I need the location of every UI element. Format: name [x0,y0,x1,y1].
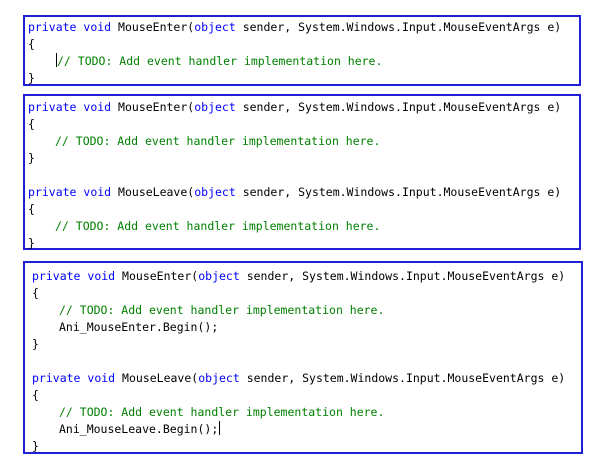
open-brace: { [28,117,35,131]
signature-params: sender, System.Windows.Input.MouseEventA… [242,20,562,34]
method-name: MouseEnter( [122,269,199,283]
todo-comment: // TODO: Add event handler implementatio… [55,219,381,233]
method-name: MouseLeave( [122,371,199,385]
close-brace: } [28,236,35,250]
keyword-void: void [87,269,116,283]
open-brace: { [28,202,35,216]
code-panel-3[interactable]: private void MouseEnter(object sender, S… [23,261,583,454]
close-brace: } [28,151,35,165]
signature-params: sender, System.Windows.Input.MouseEventA… [246,269,566,283]
todo-comment: // TODO: Add event handler implementatio… [55,134,381,148]
keyword-private: private [28,20,77,34]
method-signature-mouseleave: private void MouseLeave(object sender, S… [32,370,565,386]
method-signature-mouseenter: private void MouseEnter(object sender, S… [28,19,561,35]
code-panel-2[interactable]: private void MouseEnter(object sender, S… [23,94,581,250]
ani-mouseleave-line: Ani_MouseLeave.Begin(); [59,421,221,437]
code-panel-1[interactable]: private void MouseEnter(object sender, S… [23,15,581,86]
todo-comment-line: // TODO: Add event handler implementatio… [55,218,380,234]
keyword-object: object [194,100,236,114]
close-brace: } [28,71,35,85]
todo-comment-line: // TODO: Add event handler implementatio… [59,302,384,318]
ani-mouseleave-call: Ani_MouseLeave.Begin(); [59,422,219,436]
signature-params: sender, System.Windows.Input.MouseEventA… [242,100,562,114]
open-brace: { [32,388,39,402]
ani-mouseenter-call: Ani_MouseEnter.Begin(); [59,320,219,334]
keyword-void: void [83,20,112,34]
todo-comment: // TODO: Add event handler implementatio… [59,405,385,419]
keyword-object: object [194,20,236,34]
close-brace: } [32,337,39,351]
keyword-object: object [198,269,240,283]
keyword-object: object [198,371,240,385]
signature-params: sender, System.Windows.Input.MouseEventA… [242,185,562,199]
text-cursor [219,421,221,435]
keyword-private: private [32,371,81,385]
keyword-void: void [83,185,112,199]
method-signature-mouseenter: private void MouseEnter(object sender, S… [28,99,561,115]
keyword-void: void [83,100,112,114]
method-signature-mouseenter: private void MouseEnter(object sender, S… [32,268,565,284]
todo-comment-line: // TODO: Add event handler implementatio… [56,53,382,69]
signature-params: sender, System.Windows.Input.MouseEventA… [246,371,566,385]
todo-comment-line: // TODO: Add event handler implementatio… [55,133,380,149]
text-cursor [56,53,57,67]
keyword-void: void [87,371,116,385]
keyword-private: private [28,185,77,199]
method-name: MouseEnter( [118,100,195,114]
open-brace: { [32,286,39,300]
todo-comment-line: // TODO: Add event handler implementatio… [59,404,384,420]
method-name: MouseLeave( [118,185,195,199]
method-name: MouseEnter( [118,20,195,34]
open-brace: { [28,37,35,51]
method-signature-mouseleave: private void MouseLeave(object sender, S… [28,184,561,200]
todo-comment: // TODO: Add event handler implementatio… [59,303,385,317]
todo-comment: // TODO: Add event handler implementatio… [57,54,383,68]
keyword-private: private [28,100,77,114]
close-brace: } [32,439,39,453]
keyword-object: object [194,185,236,199]
keyword-private: private [32,269,81,283]
